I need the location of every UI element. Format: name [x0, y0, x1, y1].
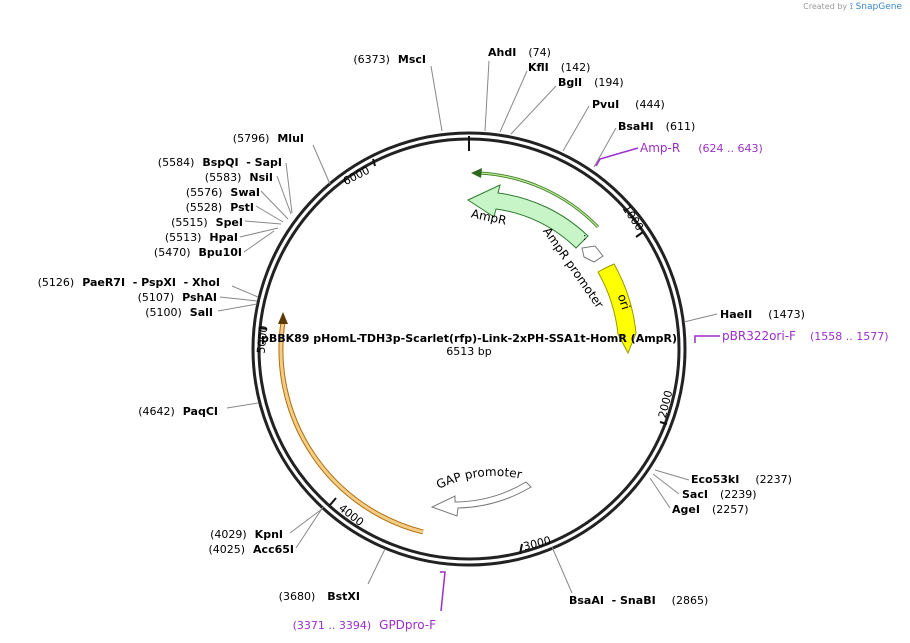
feature-ampr-top-arrow-fill	[478, 172, 599, 228]
leader-paer7i	[231, 285, 259, 298]
leader-msci	[430, 65, 443, 132]
primer-gpdpro-f: (3371 .. 3394)GPDpro-F	[293, 571, 446, 632]
leader-kfli	[499, 70, 528, 133]
enzyme-label-pshai: (5107)PshAI	[138, 291, 217, 304]
enzyme-label-bstxi: (3680)BstXI	[279, 590, 360, 603]
feature-insert-arrowhead	[278, 312, 288, 324]
enzyme-label-bpu10i: (5470)Bpu10I	[154, 246, 242, 259]
leader-bstxi	[367, 548, 386, 585]
enzyme-label-spei: (5515)SpeI	[171, 216, 243, 229]
bp-tick-5000: 5000	[255, 325, 271, 354]
enzyme-label-bsahi: BsaHI(611)	[618, 120, 695, 133]
leader-acc65i	[295, 506, 324, 549]
plasmid-size: 6513 bp	[446, 345, 491, 358]
leader-sali	[217, 303, 258, 312]
leader-bgli	[510, 85, 557, 135]
enzyme-label-sali: (5100)SalI	[145, 306, 213, 319]
leader-bpu10i	[243, 230, 275, 253]
enzyme-label-kpni: (4029)KpnI	[210, 528, 283, 541]
enzyme-label-bgli: BglI(194)	[558, 76, 624, 89]
leader-nsii	[276, 175, 292, 215]
leader-psti	[255, 205, 284, 223]
leader-swai	[260, 190, 289, 220]
snapgene-logo-icon: ⟟	[849, 2, 854, 12]
feature-ori-label: ori	[615, 292, 633, 311]
enzyme-label-bspqi: (5584)BspQI - SapI	[158, 156, 282, 169]
leader-spei	[244, 220, 282, 225]
feature-insert-arrow	[278, 321, 424, 535]
primer-pbr322ori-f: pBR322ori-F(1558 .. 1577)	[694, 329, 889, 343]
bp-tick-label-6000: 6000	[341, 164, 372, 188]
feature-gap-promoter-label: GAP promoter	[434, 465, 523, 492]
feature-ampr-top-arrowhead	[471, 168, 482, 178]
enzyme-label-eco53ki: Eco53kI(2237)	[691, 473, 792, 486]
leader-saci	[652, 473, 680, 495]
snapgene-watermark: Created by ⟟ SnapGene	[803, 2, 902, 12]
leader-kpni	[289, 508, 323, 534]
leader-pshai	[219, 296, 258, 302]
enzyme-label-paqci: (4642)PaqCI	[138, 405, 218, 418]
enzyme-label-haeii: HaeII(1473)	[720, 308, 805, 321]
enzyme-label-bsaai: BsaAI - SnaBI(2865)	[569, 594, 708, 607]
primer-label-amp-r: Amp-R(624 .. 643)	[640, 141, 763, 155]
feature-insert-arrow-fill	[279, 321, 424, 534]
enzyme-label-hpai: (5513)HpaI	[165, 231, 238, 244]
leader-paqci	[226, 402, 259, 409]
enzyme-leader-lines	[217, 60, 718, 594]
bp-tick-1000: 1000	[620, 203, 646, 238]
enzyme-label-kfli: KflI(142)	[528, 61, 590, 74]
enzyme-label-mlui: (5796)MluI	[233, 132, 304, 145]
leader-bsahi	[593, 127, 617, 168]
feature-ori-arrow	[597, 263, 637, 355]
enzyme-label-swai: (5576)SwaI	[186, 186, 260, 199]
feature-ampr-arrow	[466, 184, 589, 249]
enzyme-label-msci: (6373)MscI	[353, 53, 426, 66]
leader-agei	[649, 477, 671, 509]
leader-mlui	[312, 144, 331, 185]
primer-amp-r: Amp-R(624 .. 643)	[595, 141, 763, 167]
enzyme-labels: (6373)MscI AhdI(74) KflI(142) BglI(194) …	[38, 46, 805, 607]
leader-bsaai	[551, 546, 573, 594]
leader-bspqi	[285, 162, 293, 214]
feature-ampr-promoter-arrow	[581, 245, 604, 263]
leader-pvui	[562, 105, 590, 152]
enzyme-label-saci: SacI(2239)	[682, 488, 757, 501]
enzyme-label-ahdi: AhdI(74)	[488, 46, 551, 59]
enzyme-label-psti: (5528)PstI	[186, 201, 254, 214]
watermark-brand: SnapGene	[855, 2, 902, 12]
leader-haeii	[683, 313, 718, 323]
enzyme-label-pvui: PvuI(444)	[592, 98, 665, 111]
feature-ampr-dots: :	[583, 232, 586, 243]
leader-eco53ki	[654, 469, 690, 481]
primer-label-pbr322ori-f: pBR322ori-F(1558 .. 1577)	[722, 329, 889, 343]
bp-tick-label-5000: 5000	[255, 325, 271, 354]
leader-hpai	[239, 227, 279, 238]
watermark-created-by: Created by	[803, 2, 848, 11]
primer-label-gpdpro-f: (3371 .. 3394)GPDpro-F	[293, 618, 437, 632]
enzyme-label-agei: AgeI(2257)	[672, 503, 749, 516]
feature-gap-promoter-arrow	[430, 481, 532, 517]
enzyme-label-nsii: (5583)NsiI	[205, 171, 273, 184]
enzyme-label-acc65i: (4025)Acc65I	[208, 543, 294, 556]
enzyme-label-paer7i: (5126)PaeR7I - PspXI - XhoI	[38, 276, 220, 289]
leader-ahdi	[484, 60, 490, 132]
plasmid-name: pBBK89 pHomL-TDH3p-Scarlet(rfp)-Link-2xP…	[261, 332, 677, 345]
